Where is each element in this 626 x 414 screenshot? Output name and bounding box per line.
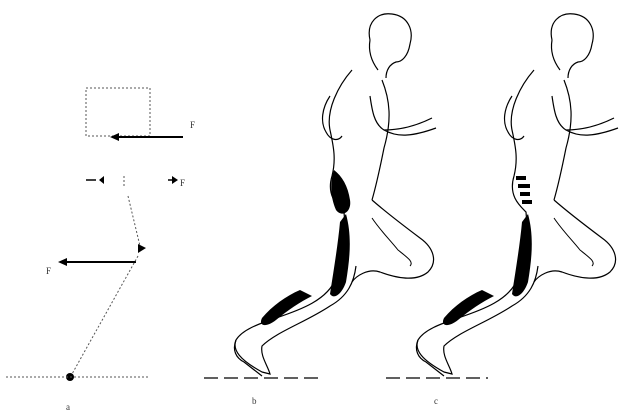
thigh-line — [128, 196, 140, 246]
runner-one-base-label: b — [252, 396, 257, 406]
runner-one-back-muscle — [331, 170, 350, 214]
runner-one-torso — [235, 70, 356, 374]
runner-one-rear-leg — [352, 200, 434, 282]
runner-two-rear-leg — [534, 200, 616, 282]
free-body-schematic: F F F a — [6, 88, 195, 412]
runner-one-arm — [370, 96, 436, 135]
runner-one-head — [369, 14, 411, 78]
knee-arrowhead — [58, 258, 67, 266]
mid-left-label: F — [46, 266, 51, 276]
trunk-segment-box — [86, 88, 150, 136]
runner-one: b — [204, 14, 436, 406]
top-arrowhead — [110, 133, 119, 141]
top-force-label: F — [190, 120, 195, 130]
runner-one-hamstring — [330, 214, 350, 296]
runner-two-head — [551, 14, 593, 78]
base-bottom-label: a — [66, 402, 70, 412]
runner-two-arm — [552, 96, 618, 135]
runner-two-torso — [417, 70, 538, 374]
knee-marker — [138, 244, 146, 253]
runner-two-back-muscle-dashed — [516, 176, 532, 204]
runner-two: c — [386, 14, 618, 406]
shank-line — [72, 256, 138, 374]
runner-two-hamstring — [512, 214, 532, 296]
runner-two-base-label: c — [434, 396, 438, 406]
hip-markers — [86, 176, 178, 186]
mid-right-label: F — [180, 178, 185, 188]
